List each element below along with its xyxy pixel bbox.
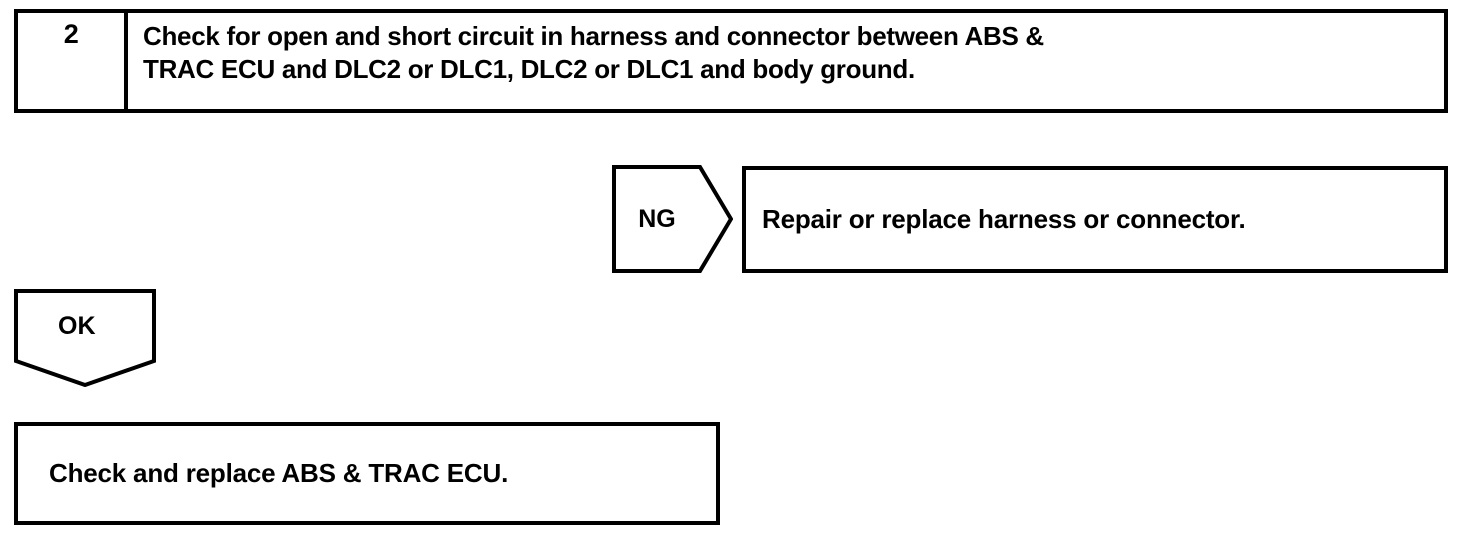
ok-result-box: Check and replace ABS & TRAC ECU.: [14, 422, 720, 525]
step-body-cell: Check for open and short circuit in harn…: [128, 13, 1444, 109]
step-number: 2: [63, 19, 79, 49]
ng-result-text: Repair or replace harness or connector.: [762, 204, 1246, 234]
step-row: 2 Check for open and short circuit in ha…: [14, 9, 1448, 113]
ok-result-text: Check and replace ABS & TRAC ECU.: [49, 458, 509, 488]
ok-arrow-pentagon-icon: [14, 289, 156, 387]
step-instruction-text: Check for open and short circuit in harn…: [143, 21, 1044, 85]
ok-label: OK: [58, 311, 96, 340]
ng-label: NG: [638, 204, 676, 233]
ng-arrow-pentagon-icon: [612, 165, 733, 273]
step-number-cell: 2: [18, 13, 128, 109]
ng-result-box: Repair or replace harness or connector.: [742, 166, 1448, 273]
